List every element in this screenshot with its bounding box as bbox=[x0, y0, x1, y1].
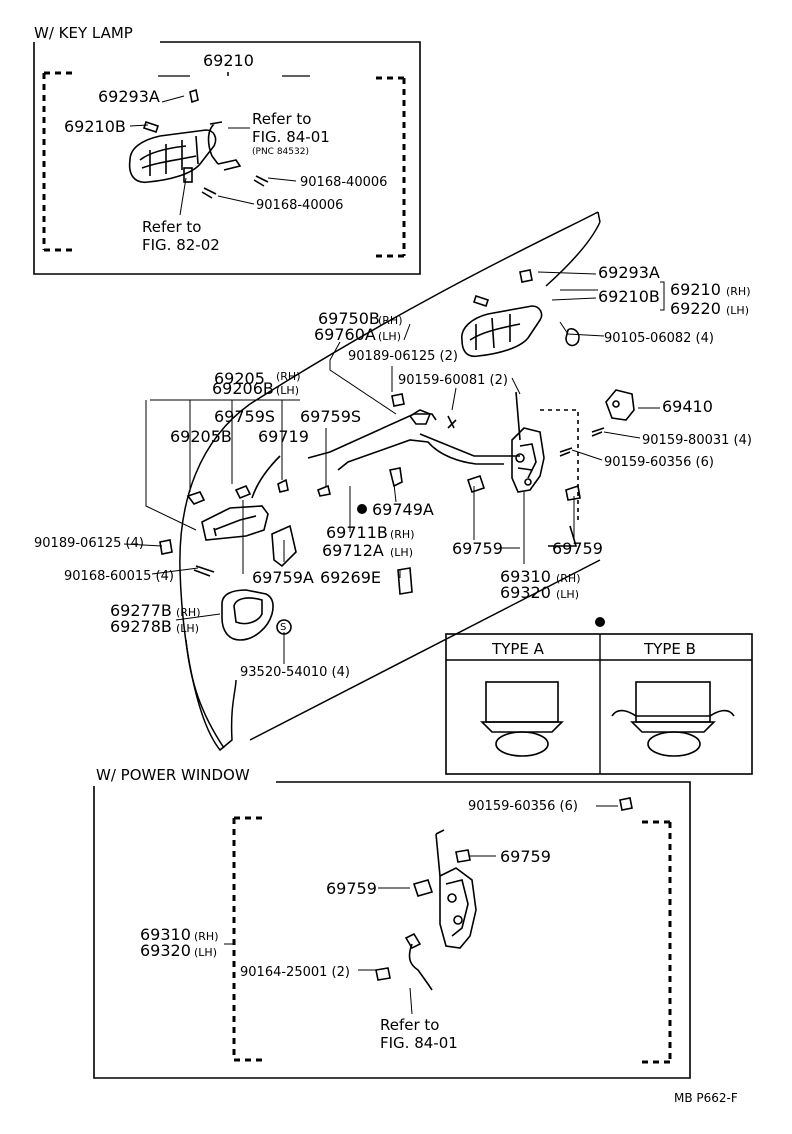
type-comparison-box: TYPE A TYPE B bbox=[445, 617, 753, 775]
ref-84-01-line1: Refer to bbox=[252, 110, 311, 128]
outside-handle-key-lamp bbox=[128, 88, 269, 199]
label-69205B: 69205B bbox=[170, 427, 232, 446]
label-69760A-lh: (LH) bbox=[378, 330, 401, 343]
inside-handle-bezel bbox=[221, 589, 274, 641]
label-69205-rh: (RH) bbox=[276, 370, 301, 383]
label-90159-80031: 90159-80031 (4) bbox=[642, 433, 752, 448]
label-90168-60015: 90168-60015 (4) bbox=[64, 569, 174, 584]
pw-label-69759-b: 69759 bbox=[326, 879, 377, 898]
type-b-label: TYPE B bbox=[643, 640, 696, 658]
label-69759-b: 69759 bbox=[552, 539, 603, 558]
clip-s-marker bbox=[276, 619, 292, 635]
label-69210-rh: (RH) bbox=[726, 285, 751, 298]
label-69269E: 69269E bbox=[320, 568, 381, 587]
pw-label-69320: 69320 bbox=[140, 941, 191, 960]
pw-label-69310: 69310 bbox=[140, 925, 191, 944]
main-labels: 69293A 69210B 69210 (RH) 69220 (LH) 9010… bbox=[34, 263, 752, 680]
label-69719: 69719 bbox=[258, 427, 309, 446]
label-69210-top: 69210 bbox=[203, 51, 254, 70]
type-box-dot bbox=[595, 617, 605, 627]
label-69277B-rh: (RH) bbox=[176, 606, 201, 619]
pw-label-69759-a: 69759 bbox=[500, 847, 551, 866]
pw-label-90159: 90159-60356 (6) bbox=[468, 799, 578, 814]
label-69210-main: 69210 bbox=[670, 280, 721, 299]
label-69277B: 69277B bbox=[110, 601, 172, 620]
outside-handle-main bbox=[461, 305, 543, 358]
label-69320-main: 69320 bbox=[500, 583, 551, 602]
clip-s-letter: S bbox=[280, 622, 286, 633]
label-69759S-b: 69759S bbox=[300, 407, 361, 426]
key-lamp-section: W/ KEY LAMP 69210 69293A 69210B Refer to… bbox=[33, 24, 421, 275]
label-69711B-rh: (RH) bbox=[390, 528, 415, 541]
ref-82-02-line1: Refer to bbox=[142, 218, 201, 236]
label-90159-60081: 90159-60081 (2) bbox=[398, 373, 508, 388]
label-69210B-main: 69210B bbox=[598, 287, 660, 306]
pw-label-90164: 90164-25001 (2) bbox=[240, 965, 350, 980]
label-69750B-rh: (RH) bbox=[378, 314, 403, 327]
label-69750B: 69750B bbox=[318, 309, 380, 328]
label-69712A-lh: (LH) bbox=[390, 546, 413, 559]
pw-label-69320-lh: (LH) bbox=[194, 946, 217, 959]
label-69320-lh: (LH) bbox=[556, 588, 579, 601]
ref-84-01-line2: FIG. 84-01 bbox=[252, 128, 330, 146]
label-69293A-top: 69293A bbox=[98, 87, 160, 106]
label-69293A-main: 69293A bbox=[598, 263, 660, 282]
label-90189-4: 90189-06125 (4) bbox=[34, 536, 144, 551]
label-93520: 93520-54010 (4) bbox=[240, 665, 350, 680]
label-69210B-top: 69210B bbox=[64, 117, 126, 136]
type-marker-dot bbox=[357, 504, 367, 514]
pw-ref-line2: FIG. 84-01 bbox=[380, 1034, 458, 1052]
key-lamp-heading: W/ KEY LAMP bbox=[34, 24, 133, 42]
label-screw-90168-b: 90168-40006 bbox=[256, 198, 343, 213]
label-69220-lh: (LH) bbox=[726, 304, 749, 317]
label-69278B: 69278B bbox=[110, 617, 172, 636]
label-69760A: 69760A bbox=[314, 325, 376, 344]
label-69278B-lh: (LH) bbox=[176, 622, 199, 635]
label-69206B: 69206B bbox=[212, 379, 274, 398]
pw-ref-line1: Refer to bbox=[380, 1016, 439, 1034]
label-69220-main: 69220 bbox=[670, 299, 721, 318]
diagram-code: MB P662-F bbox=[674, 1091, 738, 1105]
ref-84-01-pnc: (PNC 84532) bbox=[252, 147, 309, 157]
main-parts bbox=[159, 269, 635, 641]
ref-82-02-line2: FIG. 82-02 bbox=[142, 236, 220, 254]
lock-rod-lower bbox=[337, 439, 504, 471]
label-90189-2: 90189-06125 (2) bbox=[348, 349, 458, 364]
main-leaders bbox=[123, 271, 665, 664]
label-69711B: 69711B bbox=[326, 523, 388, 542]
label-69712A: 69712A bbox=[322, 541, 384, 560]
label-69759A: 69759A bbox=[252, 568, 314, 587]
label-69310-main: 69310 bbox=[500, 567, 551, 586]
type-a-illustration bbox=[480, 681, 564, 757]
label-90159-60356: 90159-60356 (6) bbox=[604, 455, 714, 470]
label-69749A: 69749A bbox=[372, 500, 434, 519]
label-69759S-a: 69759S bbox=[214, 407, 275, 426]
door-panel bbox=[179, 211, 601, 752]
label-screw-90168-a: 90168-40006 bbox=[300, 175, 387, 190]
pw-label-69310-rh: (RH) bbox=[194, 930, 219, 943]
power-window-section: W/ POWER WINDOW 90159-60356 (6) 69759 69… bbox=[90, 766, 691, 1079]
type-a-label: TYPE A bbox=[491, 640, 545, 658]
door-lock-assembly bbox=[511, 427, 545, 493]
inside-handle bbox=[201, 505, 269, 541]
power-lock-assembly bbox=[375, 797, 633, 991]
label-69206B-lh: (LH) bbox=[276, 384, 299, 397]
label-69410: 69410 bbox=[662, 397, 713, 416]
power-window-heading: W/ POWER WINDOW bbox=[96, 766, 250, 784]
type-b-illustration bbox=[611, 681, 735, 757]
door-check bbox=[605, 389, 635, 421]
label-90105: 90105-06082 (4) bbox=[604, 331, 714, 346]
label-69759-a: 69759 bbox=[452, 539, 503, 558]
label-69205: 69205 bbox=[214, 369, 265, 388]
label-69310-rh: (RH) bbox=[556, 572, 581, 585]
